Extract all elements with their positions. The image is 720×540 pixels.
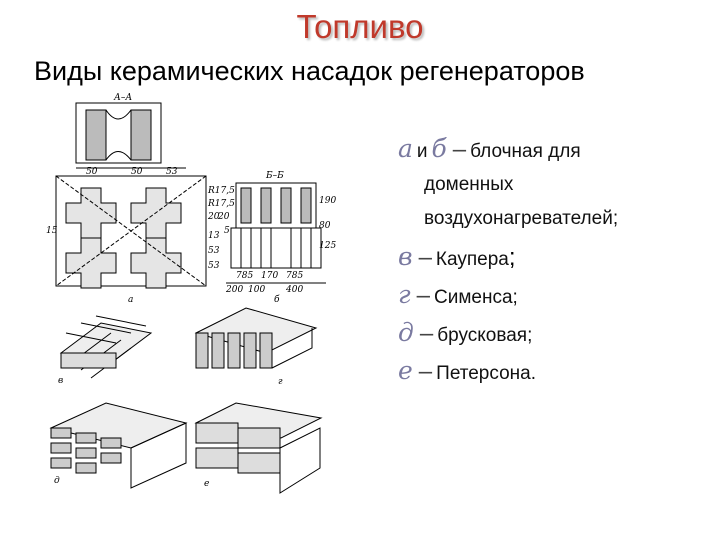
legend-letter-e: е (398, 356, 413, 385)
regenerator-checker-drawings: А–А Б–Б а б в г д е 50 53 R17,5 R17,5 20… (36, 88, 336, 508)
label-a: а (128, 295, 133, 305)
legend-text-d: брусковая; (437, 325, 533, 346)
label-g: г (278, 377, 283, 387)
section-a-a-block (75, 102, 162, 164)
dim-14: 170 (261, 271, 278, 281)
dim-19: 50 (86, 167, 98, 177)
technical-drawing: А–А Б–Б а б в г д е 50 53 R17,5 R17,5 20… (46, 93, 336, 494)
label-section-top: А–А (113, 93, 132, 103)
plan-view-crosses (65, 187, 182, 289)
legend-text-a-line1: блочная для (470, 141, 581, 162)
legend-letter-a: а (398, 134, 413, 163)
dim-16: 100 (248, 285, 265, 295)
dim-2: 53 (166, 167, 178, 177)
dim-17: 200 (225, 285, 243, 295)
dim-15: 785 (286, 271, 303, 281)
dim-4: R17,5 (207, 199, 235, 209)
label-d: д (54, 476, 60, 486)
label-v: в (58, 376, 63, 386)
legend-item-g: г–Сименса; (398, 280, 518, 310)
legend-item-v: в–Каупера; (398, 242, 516, 272)
section-b-b-lower (230, 227, 322, 269)
section-b-b-hatches (240, 187, 312, 224)
dim-21: 5 (224, 226, 230, 236)
legend-text-v: Каупера (435, 249, 509, 270)
legend-text-a-line2: доменных (424, 174, 514, 195)
plan-view-a-outline (55, 175, 207, 287)
section-a-a-hatch-left (85, 109, 107, 161)
section-a-a-channel-bottom (105, 151, 132, 161)
legend-letter-g: г (398, 280, 411, 309)
dim-10: 53 (208, 261, 220, 271)
dim-6: 20 (217, 212, 230, 222)
dim-7: 15 (46, 226, 58, 236)
checker-g (194, 307, 318, 369)
legend-item-e: е–Петерсона. (398, 356, 536, 386)
legend-item-d: д–брусковая; (398, 318, 532, 348)
legend-dash-d: – (419, 320, 434, 347)
checker-e (194, 402, 323, 494)
checker-d (49, 402, 188, 489)
legend-dash-v: – (418, 244, 432, 271)
dim-9: 53 (208, 246, 220, 256)
section-b-b-verticals (240, 228, 312, 268)
legend-dash-e: – (418, 358, 433, 385)
label-e: е (204, 479, 209, 489)
dim-20: 80 (319, 221, 331, 231)
slide-subtitle: Виды керамических насадок регенераторов (34, 56, 585, 86)
dim-11: 190 (319, 196, 336, 206)
label-section-right: Б–Б (265, 171, 284, 181)
label-b: б (274, 294, 280, 305)
dim-18: 400 (285, 285, 303, 295)
legend-letter-v: в (398, 242, 413, 271)
legend-text-a-line3: воздухонагревателей; (424, 208, 619, 229)
legend-punct-v: ; (508, 244, 516, 271)
dim-3: R17,5 (207, 186, 235, 196)
diagonal-2 (55, 175, 207, 287)
legend-dash-g: – (416, 282, 430, 309)
dim-1: 50 (131, 167, 143, 177)
section-a-a-hatch-right (130, 109, 152, 161)
dim-8: 13 (208, 231, 220, 241)
slide-title: Топливо (296, 8, 424, 45)
cross-3 (65, 237, 117, 289)
legend-dash-a: – (452, 136, 467, 163)
legend-and: и (416, 141, 428, 162)
legend-text-g: Сименса; (434, 287, 518, 308)
cross-1 (65, 187, 117, 239)
dim-12: 125 (319, 241, 336, 251)
checker-v (59, 315, 153, 379)
section-a-a-channel-top (105, 109, 132, 120)
dim-5: 20 (207, 212, 220, 222)
dim-13: 785 (236, 271, 253, 281)
legend-letter-d: д (398, 318, 414, 347)
legend-letter-b: б (431, 134, 447, 163)
cross-4 (130, 237, 182, 289)
legend-text-e: Петерсона. (436, 363, 536, 384)
